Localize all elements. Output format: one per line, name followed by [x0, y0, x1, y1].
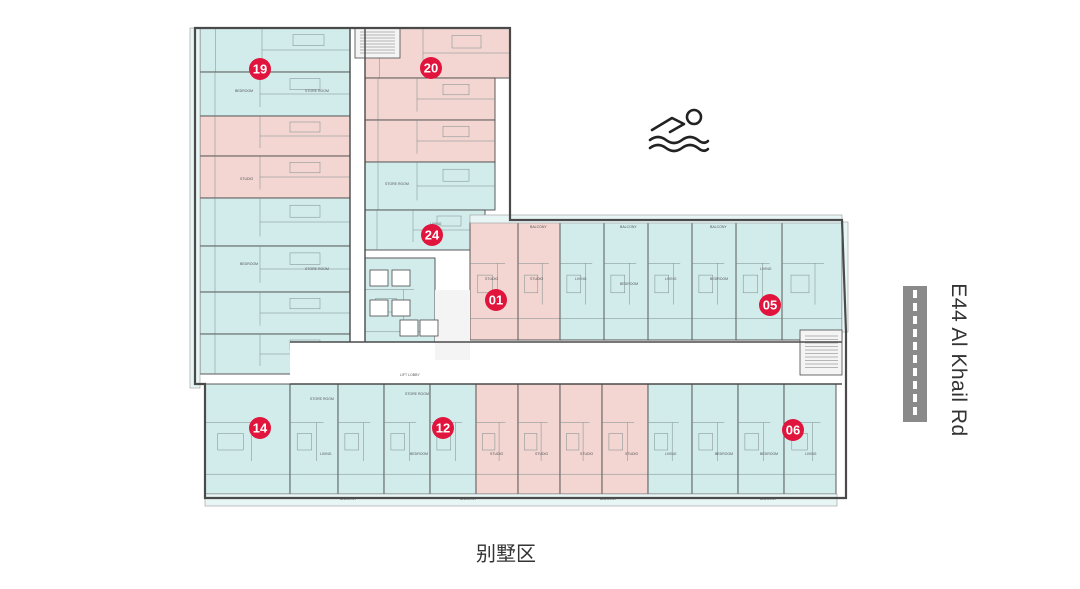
room-label: BALCONY: [760, 497, 777, 501]
unit-marker-12: 12: [432, 417, 454, 439]
unit-marker-20: 20: [420, 57, 442, 79]
room-label: BEDROOM: [760, 452, 778, 456]
room-label: STUDIO: [530, 277, 544, 281]
room-label: STUDIO: [580, 452, 594, 456]
room-labels: BEDROOM STORE ROOM STUDIO BEDROOM STORE ROOM…: [235, 89, 817, 501]
room-label: LIVING: [665, 452, 677, 456]
west-corridor: [350, 28, 365, 348]
unit-marker-label: 06: [786, 423, 800, 438]
corridors: [290, 27, 843, 384]
outer-walls: [193, 26, 848, 500]
unit-marker-label: 14: [253, 421, 268, 436]
room-label: STUDIO: [625, 452, 639, 456]
lift-shaft: [369, 269, 389, 287]
unit-marker-19: 19: [249, 58, 271, 80]
room-label: BALCONY: [620, 225, 637, 229]
unit-marker-01: 01: [485, 289, 507, 311]
room-label: STORE ROOM: [305, 89, 329, 93]
room-label: STORE ROOM: [385, 182, 409, 186]
balcony-strip: [204, 493, 838, 507]
unit-marker-circle: [249, 417, 271, 439]
room-label: BEDROOM: [710, 277, 728, 281]
room-label: BEDROOM: [240, 262, 258, 266]
unit-marker-05: 05: [759, 294, 781, 316]
unit-marker-14: 14: [249, 417, 271, 439]
room-label: STORE ROOM: [305, 267, 329, 271]
unit-marker-label: 05: [763, 298, 777, 313]
swimming-pool-icon: [648, 108, 710, 153]
room-label: LIVING: [665, 277, 677, 281]
room-label: LIVING: [320, 452, 332, 456]
room-label: BALCONY: [600, 497, 617, 501]
unit-marker-06: 06: [782, 419, 804, 441]
lift-shaft: [419, 319, 439, 337]
unit-block: [475, 383, 519, 495]
room-label: BALCONY: [710, 225, 727, 229]
room-label: STORE ROOM: [405, 392, 429, 396]
room-label: STUDIO: [485, 277, 499, 281]
north-stair: [354, 27, 401, 59]
unit-block: [603, 221, 651, 341]
stair-core: [435, 290, 470, 360]
unit-block: [647, 221, 695, 341]
unit-block: [737, 383, 785, 495]
room-label: LIVING: [760, 267, 772, 271]
building-outline: [193, 26, 848, 500]
lift-shaft: [399, 319, 419, 337]
lift-shaft: [391, 299, 411, 317]
unit-marker-label: 12: [436, 421, 450, 436]
room-label: STORE ROOM: [310, 397, 334, 401]
lift-shaft: [369, 299, 389, 317]
unit-marker-label: 01: [489, 293, 503, 308]
unit-block: [289, 383, 339, 495]
room-label: STUDIO: [490, 452, 504, 456]
unit-marker-24: 24: [421, 224, 443, 246]
road-icon: [903, 286, 927, 422]
unit-marker-circle: [782, 419, 804, 441]
room-label: LIVING: [430, 222, 442, 226]
unit-marker-circle: [759, 294, 781, 316]
lift-shaft: [391, 269, 411, 287]
unit-block: [469, 221, 521, 341]
unit-block: [559, 383, 603, 495]
unit-marker-circle: [485, 289, 507, 311]
unit-block: [429, 383, 477, 495]
unit-marker-circle: [249, 58, 271, 80]
villa-area-caption: 别墅区: [476, 541, 536, 566]
unit-marker-circle: [432, 417, 454, 439]
room-label: BALCONY: [340, 497, 357, 501]
room-label: BALCONY: [530, 225, 547, 229]
unit-block: [204, 383, 291, 495]
room-label: LIVING: [575, 277, 587, 281]
unit-block: [601, 383, 649, 495]
unit-marker-label: 20: [424, 61, 438, 76]
unit-marker-label: 24: [425, 228, 440, 243]
east-stair: [799, 329, 843, 376]
room-label: BEDROOM: [410, 452, 428, 456]
unit-marker-circle: [420, 57, 442, 79]
room-label: BALCONY: [460, 497, 477, 501]
east-corridor: [290, 342, 842, 384]
room-label: BEDROOM: [715, 452, 733, 456]
room-label: LIFT LOBBY: [400, 373, 420, 377]
unit-marker-circle: [421, 224, 443, 246]
room-label: BEDROOM: [620, 282, 638, 286]
unit-block: [337, 383, 385, 495]
road-label: E44 Al Khail Rd: [947, 283, 970, 437]
unit-markers: 19 20 24 01 05 14 12 06: [249, 57, 804, 441]
room-label: STUDIO: [535, 452, 549, 456]
unit-marker-label: 19: [253, 62, 267, 77]
unit-block: [735, 221, 785, 341]
room-label: LIVING: [805, 452, 817, 456]
room-label: BEDROOM: [235, 89, 253, 93]
room-label: STUDIO: [240, 177, 254, 181]
